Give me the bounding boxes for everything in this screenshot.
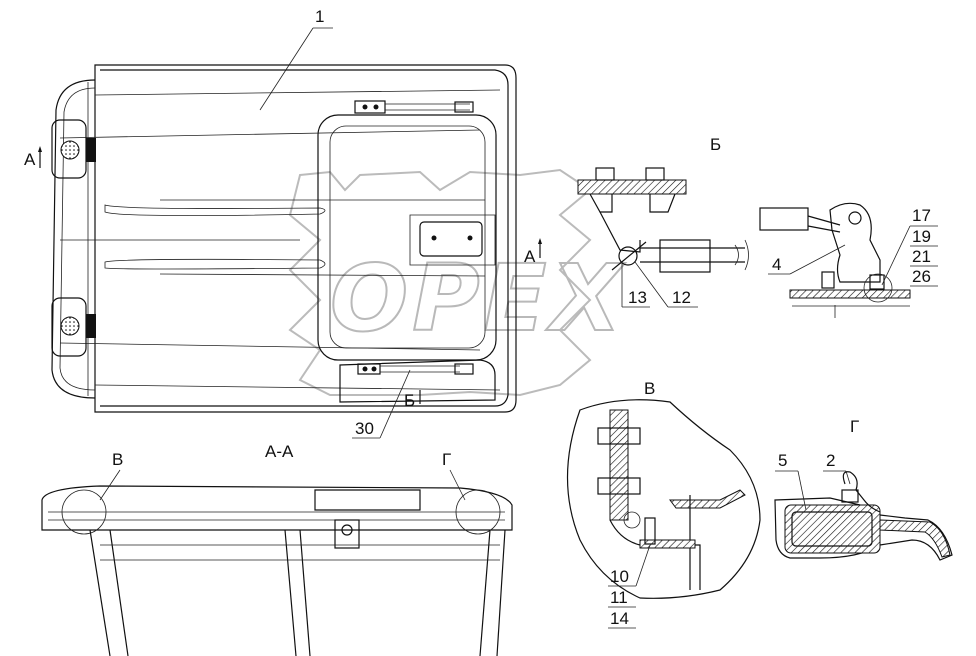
front-lamp-right — [51, 297, 96, 357]
svg-text:Б: Б — [404, 391, 415, 410]
callout-21: 21 — [910, 247, 938, 267]
callout-12: 12 — [634, 261, 698, 308]
svg-text:11: 11 — [610, 588, 628, 607]
callout-5: 5 — [775, 451, 807, 511]
svg-text:17: 17 — [912, 206, 931, 225]
bolt-icon — [467, 235, 473, 241]
callout-11: 11 — [608, 588, 636, 608]
svg-text:19: 19 — [912, 227, 931, 246]
svg-text:13: 13 — [628, 288, 647, 307]
bottom-hinge — [339, 359, 496, 403]
callout-14: 14 — [608, 609, 636, 629]
detail-g-view: Г 5 2 — [774, 417, 953, 561]
callout-30: 30 — [352, 369, 411, 439]
svg-text:5: 5 — [778, 451, 787, 470]
callout-26: 26 — [910, 267, 938, 287]
svg-text:14: 14 — [610, 609, 629, 628]
svg-text:4: 4 — [772, 255, 781, 274]
callout-10: 10 — [608, 544, 651, 587]
detail-v-title: В — [644, 379, 655, 398]
callout-17: 17 — [881, 206, 938, 286]
watermark-text: OPEX — [330, 245, 625, 352]
top-hinge — [354, 100, 474, 114]
svg-text:30: 30 — [355, 419, 374, 438]
svg-text:26: 26 — [912, 267, 931, 286]
top-view: А А Б 1 30 — [24, 7, 542, 439]
svg-text:10: 10 — [610, 567, 629, 586]
detail-v-marker: В — [112, 450, 123, 469]
callout-4: 4 — [768, 244, 846, 275]
detail-v-view: В 10 11 14 — [566, 379, 761, 629]
bolt-icon — [431, 235, 437, 241]
callout-19: 19 — [910, 227, 938, 247]
detail-g-title: Г — [850, 417, 859, 436]
callout-1: 1 — [259, 7, 333, 111]
front-lamp-left — [51, 119, 96, 179]
section-mark-a-left: А — [24, 146, 42, 169]
svg-text:2: 2 — [826, 451, 835, 470]
svg-text:21: 21 — [912, 247, 931, 266]
section-aa-title: А-А — [265, 442, 294, 461]
section-aa-view: А-А В Г — [41, 442, 513, 656]
section-mark-a-right: А — [524, 238, 542, 266]
svg-text:А: А — [24, 150, 36, 169]
watermark-logo: OPEX — [288, 168, 625, 397]
svg-text:12: 12 — [672, 288, 691, 307]
detail-b-title: Б — [710, 135, 721, 154]
callout-2: 2 — [823, 451, 851, 485]
svg-text:1: 1 — [315, 7, 324, 26]
detail-b-view: Б 13 12 — [577, 135, 938, 318]
callout-13: 13 — [621, 262, 650, 308]
detail-g-marker: Г — [442, 450, 451, 469]
svg-text:А: А — [524, 247, 536, 266]
view-mark-b: Б — [404, 390, 421, 410]
